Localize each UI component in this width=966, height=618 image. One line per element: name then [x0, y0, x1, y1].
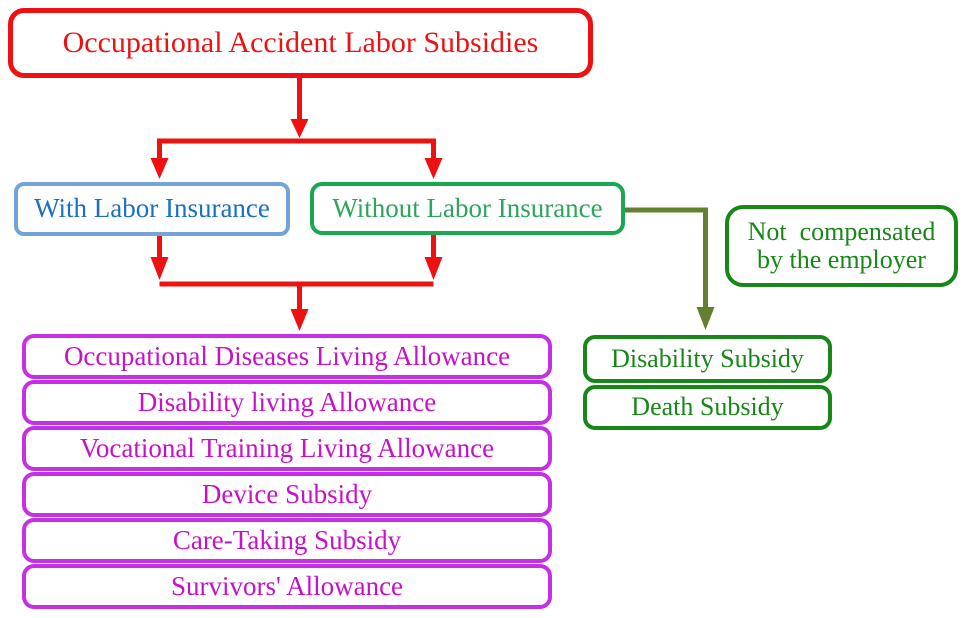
benefit-label: Survivors' Allowance: [170, 571, 404, 601]
with-insurance-label: With Labor Insurance: [34, 193, 270, 224]
without-insurance-label: Without Labor Insurance: [332, 192, 603, 223]
benefit-survivors-box: Survivors' Allowance: [22, 564, 552, 609]
with-insurance-drop-head: [150, 257, 169, 280]
benefit-occupational-diseases-box: Occupational Diseases Living Allowance: [22, 334, 552, 379]
olive-connector: [625, 207, 715, 330]
arrow-to-with-insurance-head: [150, 158, 169, 179]
not-compensated-line1: Not compensated: [747, 216, 936, 246]
without-insurance-box: Without Labor Insurance: [310, 182, 625, 235]
benefit-label: Occupational Diseases Living Allowance: [63, 341, 511, 371]
not-compensated-box: Not compensated by the employer: [725, 205, 958, 287]
benefit-label: Disability living Allowance: [137, 387, 437, 417]
benefit-disability-living-box: Disability living Allowance: [22, 380, 552, 425]
red-connectors: [150, 78, 443, 331]
benefit-label: Vocational Training Living Allowance: [79, 433, 495, 463]
arrow-root-down-head: [290, 119, 309, 138]
not-compensated-line2: by the employer: [757, 245, 926, 274]
benefit-label: Device Subsidy: [201, 479, 373, 509]
disability-subsidy-box: Disability Subsidy: [583, 335, 832, 383]
benefit-device-subsidy-box: Device Subsidy: [22, 472, 552, 517]
uninsured-elbow-line: [625, 207, 708, 308]
benefit-vocational-training-box: Vocational Training Living Allowance: [22, 426, 552, 471]
arrow-to-without-insurance-head: [424, 158, 443, 179]
arrow-to-benefits-head: [290, 309, 309, 331]
death-subsidy-box: Death Subsidy: [583, 385, 832, 430]
benefit-care-taking-box: Care-Taking Subsidy: [22, 518, 552, 563]
death-subsidy-label: Death Subsidy: [631, 392, 784, 422]
top-split-rail: [157, 138, 436, 160]
root-title-box: Occupational Accident Labor Subsidies: [8, 8, 593, 78]
insured-benefits-list: Occupational Diseases Living Allowance D…: [22, 334, 552, 609]
without-insurance-drop-head: [424, 257, 443, 280]
uninsured-arrow-head: [696, 307, 715, 330]
benefit-label: Care-Taking Subsidy: [172, 525, 402, 555]
disability-subsidy-label: Disability Subsidy: [611, 343, 804, 373]
with-insurance-box: With Labor Insurance: [14, 182, 290, 236]
root-title-label: Occupational Accident Labor Subsidies: [62, 25, 539, 59]
